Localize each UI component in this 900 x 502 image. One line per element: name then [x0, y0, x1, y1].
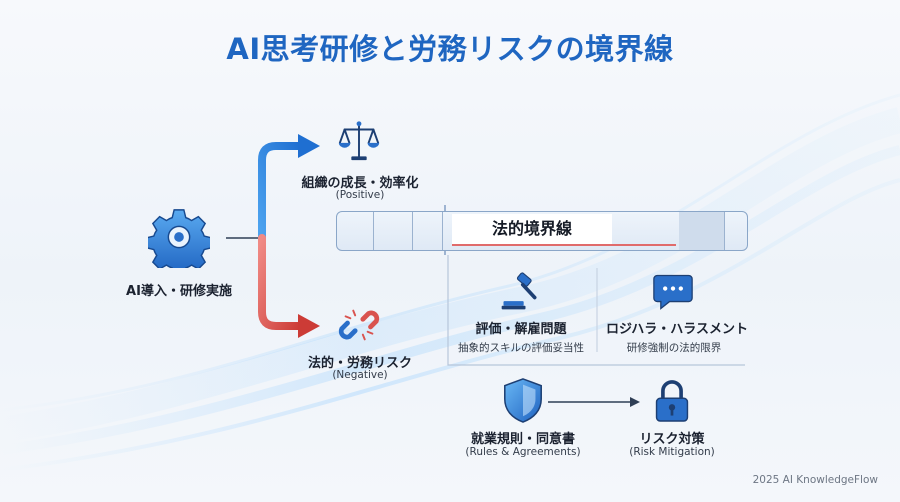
measure-sub-0: (Rules & Agreements)	[465, 446, 581, 458]
risk-label-0: 評価・解雇問題	[475, 322, 567, 337]
page-title: AI思考研修と労務リスクの境界線	[226, 32, 674, 66]
negative-sub: (Negative)	[332, 369, 388, 381]
measure-sub-1: (Risk Mitigation)	[629, 446, 715, 458]
chat-bubble-icon	[652, 272, 694, 312]
origin-label: AI導入・研修実施	[126, 284, 232, 299]
scales-icon	[336, 118, 382, 164]
broken-chain-icon	[336, 302, 382, 348]
shield-icon	[500, 376, 546, 424]
negative-label: 法的・労務リスク	[307, 356, 412, 371]
gavel-icon	[498, 270, 542, 314]
risk-label-1: ロジハラ・ハラスメント	[606, 322, 748, 337]
gear-icon	[145, 206, 213, 277]
positive-sub: (Positive)	[335, 189, 385, 201]
footer-credit: 2025 AI KnowledgeFlow	[752, 474, 878, 486]
boundary-red-line	[452, 244, 676, 246]
padlock-icon	[652, 378, 692, 424]
measure-label-1: リスク対策	[639, 432, 705, 447]
risk-sub-0: 抽象的スキルの評価妥当性	[458, 342, 584, 354]
measure-label-0: 就業規則・同意書	[470, 432, 575, 447]
boundary-label: 法的境界線	[452, 214, 612, 244]
risk-sub-1: 研修強制の法的限界	[626, 342, 722, 354]
positive-label: 組織の成長・効率化	[301, 176, 419, 191]
